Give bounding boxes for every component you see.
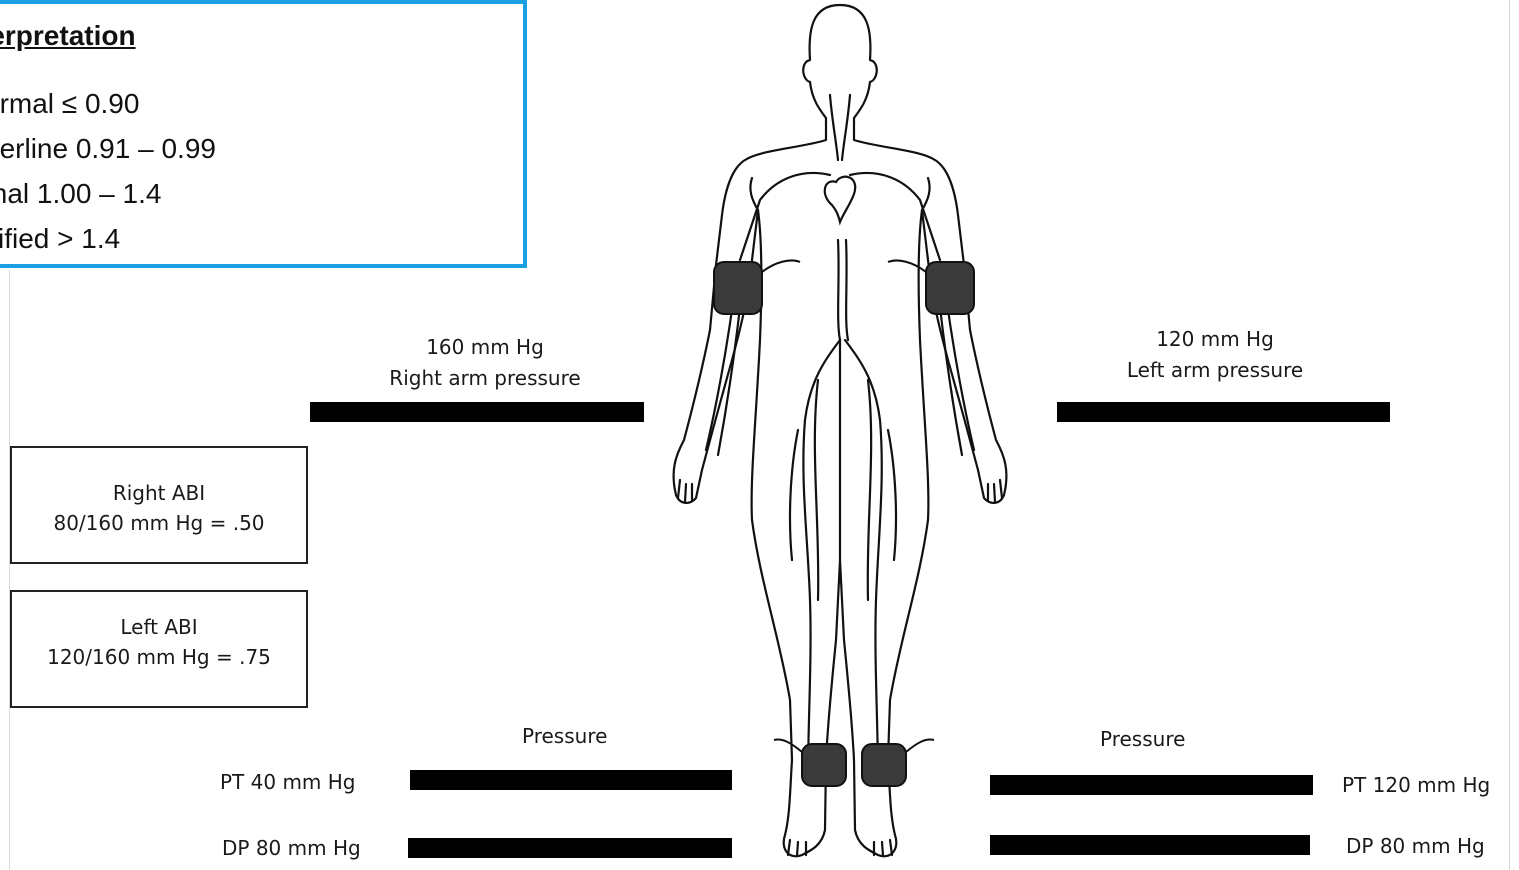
human-body-vascular-icon — [640, 0, 1060, 870]
right-abi-formula: 80/160 mm Hg = .50 — [12, 508, 306, 538]
page-edge-right — [1509, 0, 1510, 870]
interpretation-title: terpretation — [0, 20, 136, 52]
interpretation-panel: terpretation ormal ≤ 0.90 derline 0.91 –… — [0, 0, 527, 268]
left-ankle-cuff-icon — [862, 744, 906, 786]
left-dp-pressure-label: DP 80 mm Hg — [1346, 834, 1485, 858]
left-arm-pressure-value: 120 mm Hg — [1060, 327, 1370, 351]
right-arm-cuff-icon — [714, 262, 762, 314]
right-dp-pressure-label: DP 80 mm Hg — [222, 836, 361, 860]
right-arm-pressure-bar — [310, 402, 644, 422]
left-abi-title: Left ABI — [12, 612, 306, 642]
right-arm-pressure-label: Right arm pressure — [330, 366, 640, 390]
page-edge-left — [9, 270, 10, 870]
interpretation-line-borderline: derline 0.91 – 0.99 — [0, 133, 216, 165]
heart-icon — [825, 177, 855, 222]
left-pt-pressure-label: PT 120 mm Hg — [1342, 773, 1490, 797]
interpretation-line-abnormal: ormal ≤ 0.90 — [0, 88, 139, 120]
left-ankle-pressure-heading: Pressure — [1100, 727, 1185, 751]
interpretation-line-calcified: cified > 1.4 — [0, 223, 120, 255]
left-abi-formula: 120/160 mm Hg = .75 — [12, 642, 306, 672]
left-abi-box: Left ABI 120/160 mm Hg = .75 — [10, 590, 308, 708]
right-ankle-cuff-icon — [802, 744, 846, 786]
interpretation-line-normal: mal 1.00 – 1.4 — [0, 178, 161, 210]
left-arm-pressure-label: Left arm pressure — [1060, 358, 1370, 382]
left-arm-pressure-bar — [1057, 402, 1390, 422]
right-pt-pressure-label: PT 40 mm Hg — [220, 770, 356, 794]
right-arm-pressure-value: 160 mm Hg — [330, 335, 640, 359]
right-abi-box: Right ABI 80/160 mm Hg = .50 — [10, 446, 308, 564]
right-ankle-pressure-heading: Pressure — [522, 724, 607, 748]
left-arm-cuff-icon — [926, 262, 974, 314]
right-abi-title: Right ABI — [12, 478, 306, 508]
